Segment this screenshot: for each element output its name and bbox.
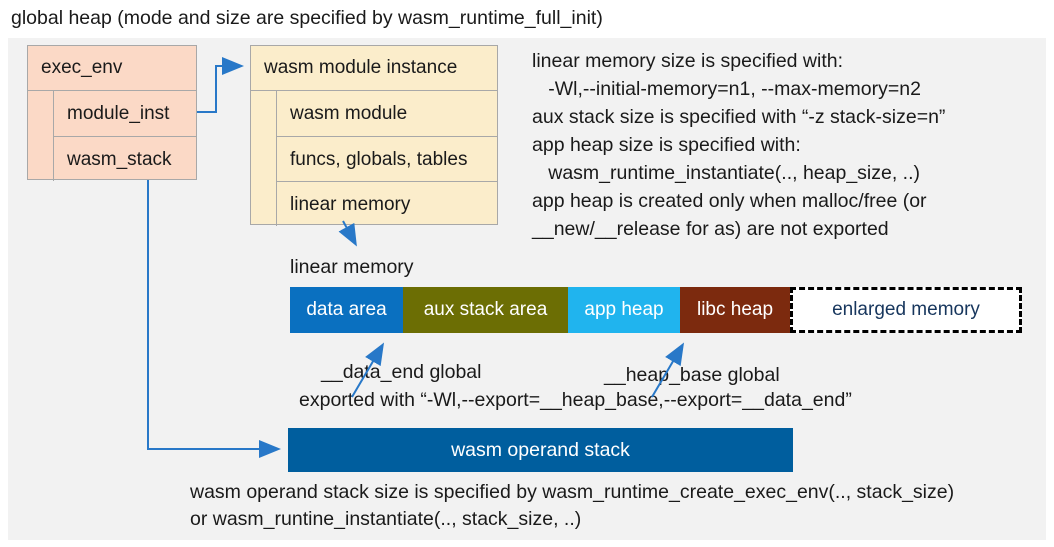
exec-env-indent-strip (28, 91, 54, 181)
data-end-global-label: __data_end global (321, 361, 482, 383)
exported-with-label: exported with “-Wl,--export=__heap_base,… (299, 389, 852, 411)
note-line: app heap is created only when malloc/fre… (532, 190, 927, 212)
segment-aux-stack-area: aux stack area (403, 287, 568, 333)
heap-base-global-label: __heap_base global (604, 364, 780, 386)
note-line: __new/__release for as) are not exported (532, 218, 889, 240)
note-line: linear memory size is specified with: (532, 50, 844, 72)
operand-stack-notes: wasm operand stack size is specified by … (190, 479, 954, 533)
segment-libc-heap: libc heap (680, 287, 790, 333)
wasm-operand-stack-bar: wasm operand stack (288, 428, 793, 472)
memory-size-notes: linear memory size is specified with: -W… (532, 47, 945, 243)
wasm-module-instance-box: wasm module instance wasm module funcs, … (250, 45, 498, 226)
wasm-operand-stack-label: wasm operand stack (451, 438, 630, 461)
exec-env-field-module-inst: module_inst (67, 103, 170, 124)
linear-memory-bar: data area aux stack area app heap libc h… (290, 287, 1022, 333)
note-line: wasm operand stack size is specified by … (190, 481, 955, 503)
diagram-title: global heap (mode and size are specified… (11, 7, 603, 29)
linear-memory-label: linear memory (290, 256, 414, 278)
exec-env-header: exec_env (28, 46, 196, 91)
note-line: -Wl,--initial-memory=n1, --max-memory=n2 (532, 78, 921, 100)
note-line: app heap size is specified with: (532, 134, 801, 156)
exec-env-field-wasm-stack: wasm_stack (54, 136, 196, 181)
segment-enlarged-memory: enlarged memory (790, 287, 1022, 333)
module-instance-field-linear-memory: linear memory (277, 181, 497, 226)
note-line: aux stack size is specified with “-z sta… (532, 106, 946, 128)
note-line: wasm_runtime_instantiate(.., heap_size, … (532, 162, 921, 184)
note-line: or wasm_runtine_instantiate(.., stack_si… (190, 508, 582, 530)
module-instance-field-funcs-globals-tables: funcs, globals, tables (277, 136, 497, 181)
segment-data-area: data area (290, 287, 403, 333)
module-instance-indent-strip (251, 91, 277, 226)
module-instance-header: wasm module instance (251, 46, 497, 91)
segment-app-heap: app heap (568, 287, 680, 333)
module-instance-field-wasm-module: wasm module (290, 103, 408, 124)
exec-env-box: exec_env module_inst wasm_stack (27, 45, 197, 181)
